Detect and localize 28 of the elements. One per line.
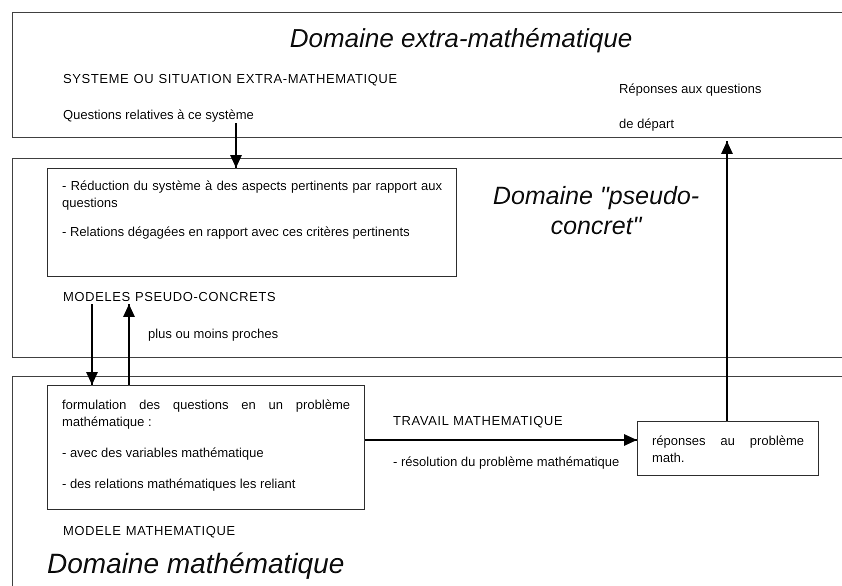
arrow bbox=[365, 434, 637, 446]
model-heading: MODELES PSEUDO-CONCRETS bbox=[63, 289, 276, 304]
box-text: - avec des variables mathématique bbox=[62, 444, 265, 461]
domain-panel bbox=[12, 12, 842, 138]
arrow bbox=[86, 304, 98, 385]
arrow bbox=[123, 304, 135, 385]
domain-panel bbox=[12, 376, 842, 586]
model-heading: MODELE MATHEMATIQUE bbox=[63, 523, 236, 538]
note-text: plus ou moins proches bbox=[148, 325, 278, 342]
note-text: - résolution du problème mathématique bbox=[393, 453, 620, 471]
box-text: - Relations dégagées en rapport avec ces critères pertinents bbox=[62, 223, 411, 240]
domain-panel bbox=[12, 158, 842, 358]
arrow bbox=[230, 123, 242, 168]
box-text: - des relations mathématiques les reliant bbox=[62, 475, 296, 492]
domain-title: Domaine mathématique bbox=[47, 547, 344, 581]
edge-label: TRAVAIL MATHEMATIQUE bbox=[393, 413, 564, 428]
box-text: formulation des questions en un problème mathématique : bbox=[62, 396, 350, 430]
arrow bbox=[721, 141, 733, 421]
domain-title: Domaine extra-mathématique bbox=[288, 23, 634, 54]
domain-title: Domaine "pseudo-concret" bbox=[492, 181, 700, 241]
text-label: Questions relatives à ce système bbox=[63, 106, 254, 123]
text-label: Réponses aux questions de départ bbox=[619, 71, 779, 141]
process-box bbox=[47, 168, 457, 277]
process-box bbox=[47, 385, 365, 510]
box-text: - Réduction du système à des aspects pertinents par rapport aux questions bbox=[62, 177, 442, 211]
model-heading: SYSTEME OU SITUATION EXTRA-MATHEMATIQUE bbox=[63, 71, 398, 86]
process-box bbox=[637, 421, 819, 476]
box-text: réponses au problème math. bbox=[652, 432, 804, 466]
